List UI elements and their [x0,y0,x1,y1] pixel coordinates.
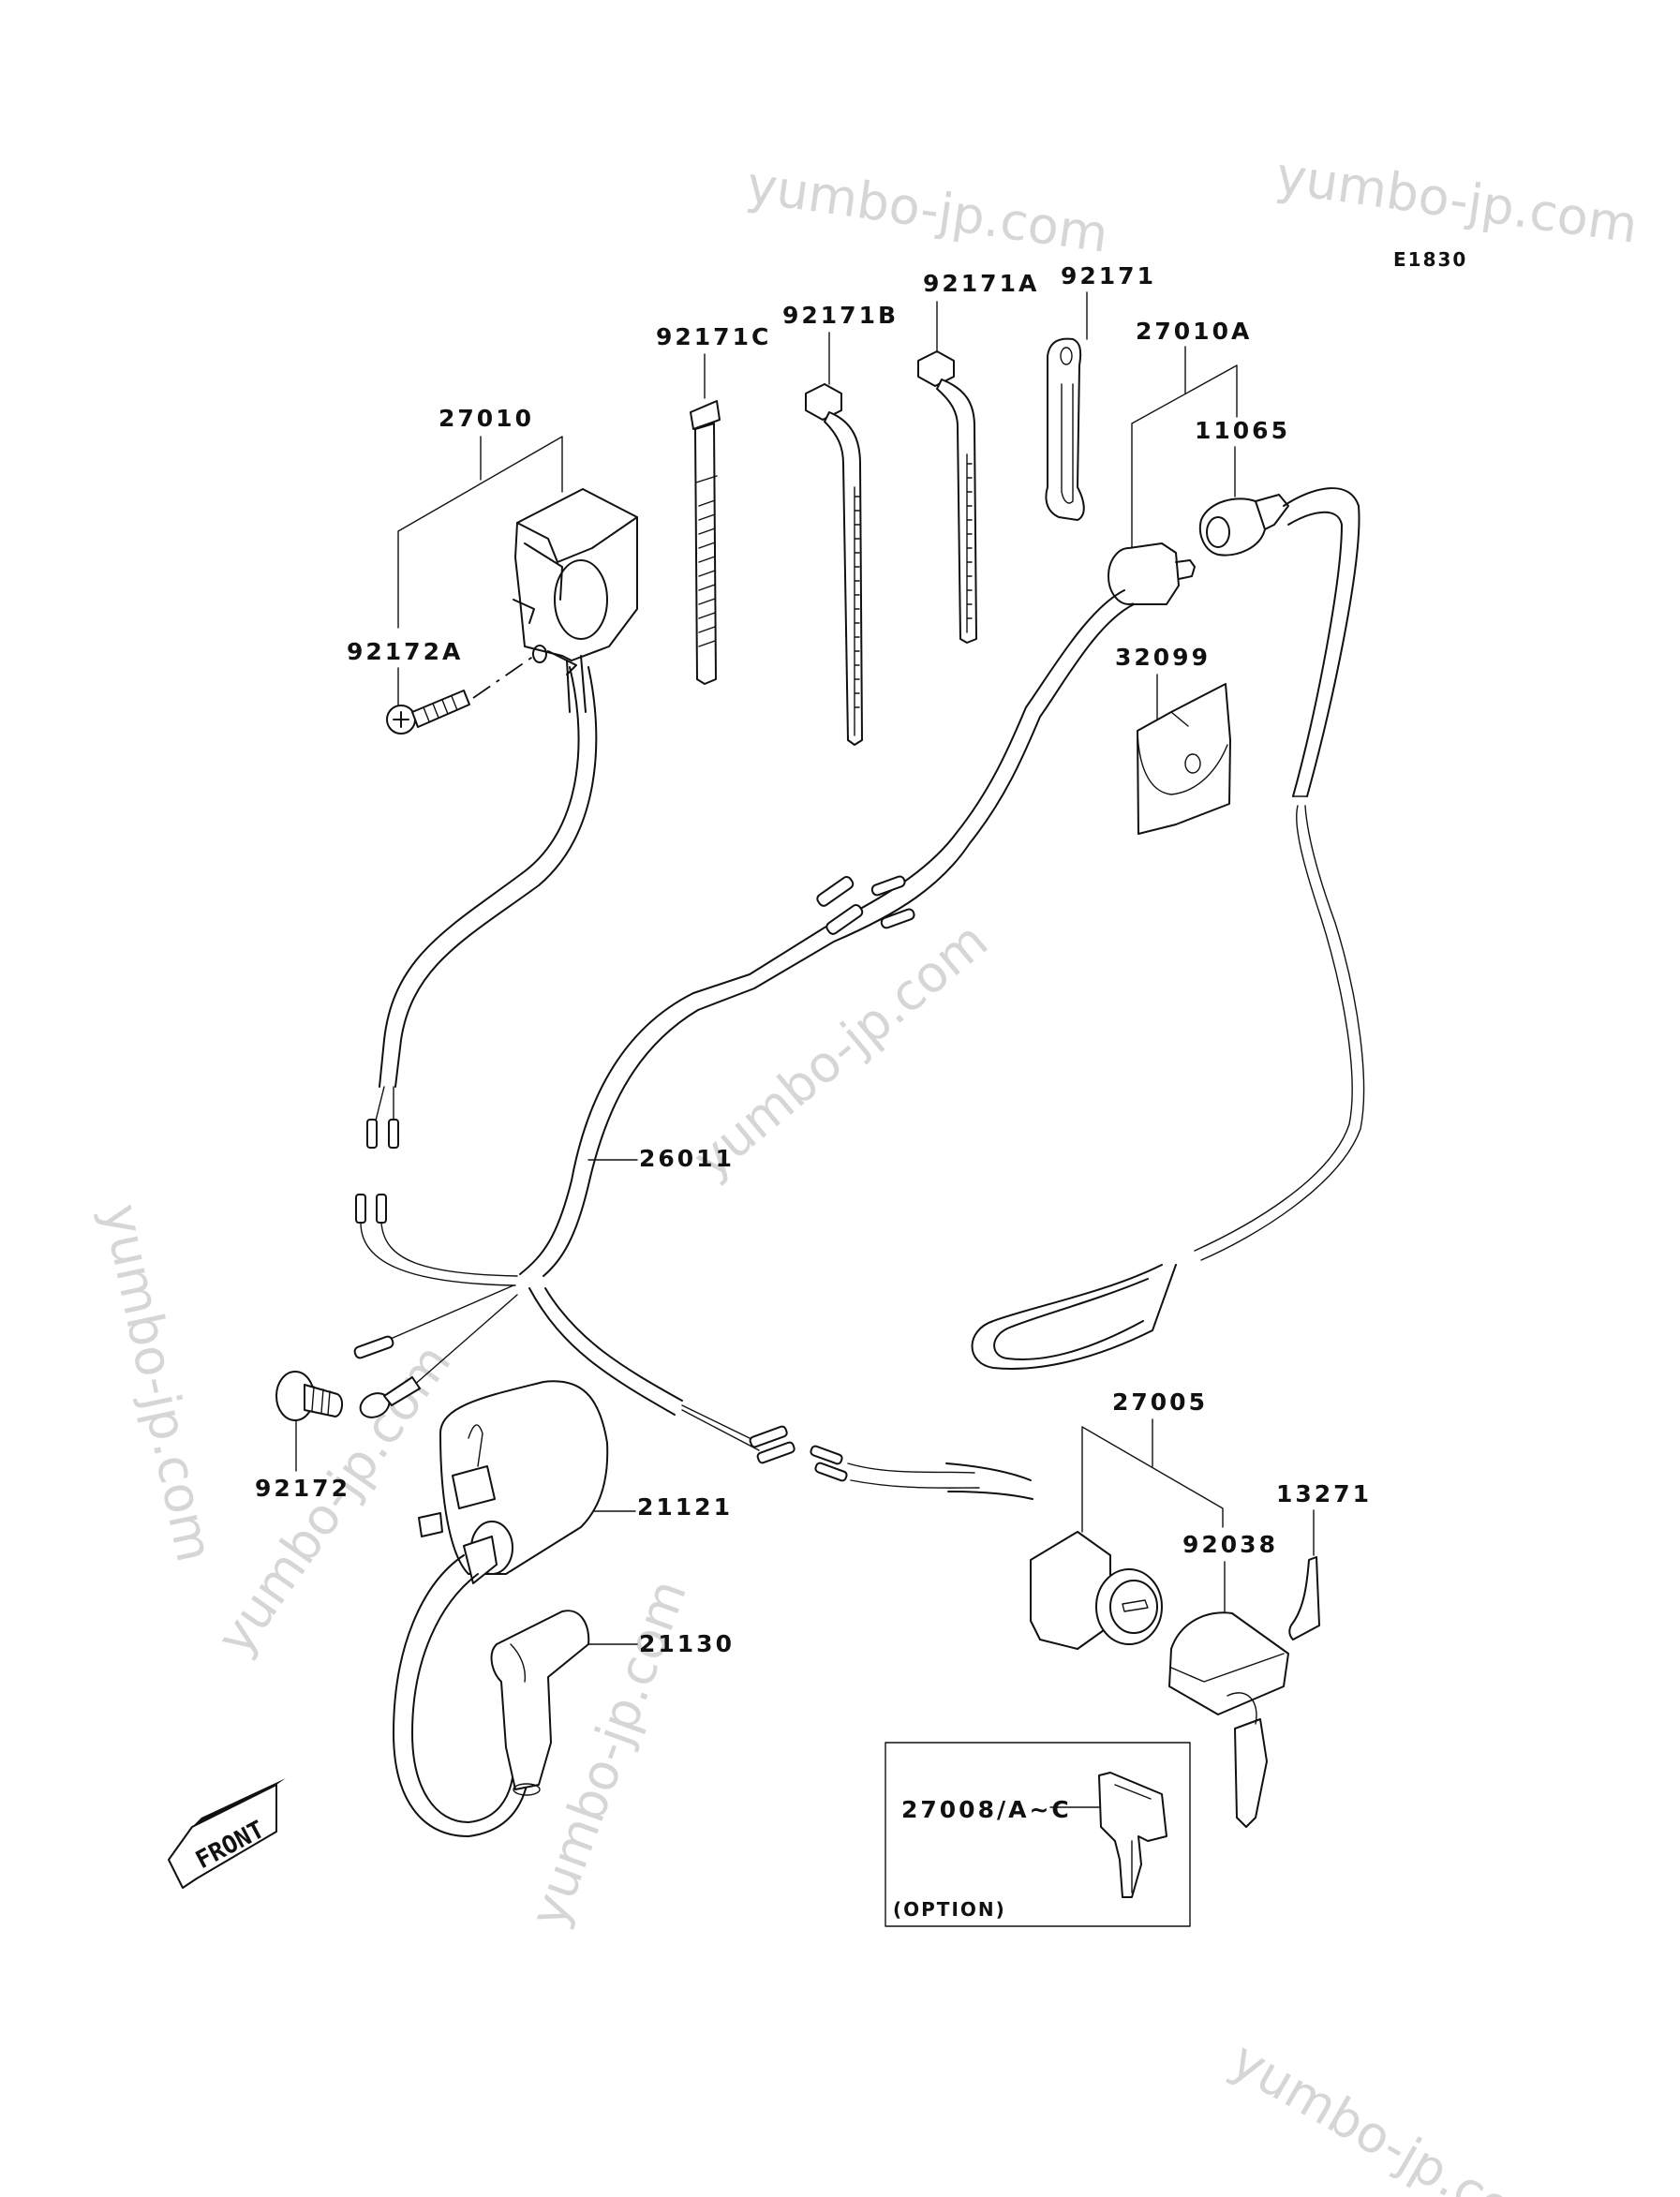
option-label: (OPTION) [893,1898,1006,1921]
part-label-92038[interactable]: 92038 [1182,1531,1278,1558]
plate-icon [1288,1556,1320,1640]
option-box-border [885,1742,1191,1927]
part-label-27005[interactable]: 27005 [1112,1388,1208,1416]
screw-icon [386,690,470,735]
part-label-92171A[interactable]: 92171A [923,270,1039,297]
part-label-21121[interactable]: 21121 [637,1493,733,1521]
leader-line [397,436,563,629]
part-label-21130[interactable]: 21130 [639,1630,735,1657]
front-direction-arrow: FRONT [168,1778,286,1889]
watermarks: yumbo-jp.com yumbo-jp.com yumbo-jp.com y… [91,145,1641,2197]
part-26011-group[interactable]: 26011 [353,589,1135,1500]
part-92171A-group[interactable]: 92171A [917,270,1039,644]
part-11065-group[interactable]: 11065 [1195,417,1290,557]
part-label-92172A[interactable]: 92172A [347,638,463,665]
spark-plug-cap-icon [490,1610,590,1796]
cable-tie-icon [805,383,863,746]
part-label-11065[interactable]: 11065 [1195,417,1290,444]
part-label-32099[interactable]: 32099 [1115,644,1211,671]
cable-tie-icon [917,350,977,644]
part-13271-group[interactable]: 13271 [1276,1480,1372,1640]
part-92171C-group[interactable]: 92171C [656,323,771,685]
key-holder-icon [1168,1611,1289,1828]
bag-icon [1137,683,1231,835]
watermark: yumbo-jp.com [1272,145,1641,254]
ignition-coil-icon [393,1380,609,1837]
part-92038-group[interactable]: 92038 [1168,1531,1289,1828]
ignition-switch-body-icon [1108,542,1196,605]
part-label-27010A[interactable]: 27010A [1136,318,1252,345]
part-92171-group[interactable]: 92171 [1045,262,1156,521]
ignition-switch-icon [1030,1531,1163,1650]
part-32099-group[interactable]: 32099 [1115,644,1231,835]
part-92171B-group[interactable]: 92171B [782,302,899,746]
part-27008-group[interactable]: 27008/A~C [901,1772,1167,1898]
watermark: yumbo-jp.com [91,1199,224,1567]
part-92172-group[interactable]: 92172 [255,1371,350,1502]
watermark: yumbo-jp.com [743,155,1111,263]
part-92172A-group[interactable]: 92172A [347,638,535,735]
part-label-27010[interactable]: 27010 [439,405,534,432]
part-label-92171[interactable]: 92171 [1061,262,1156,289]
key-icon [1098,1772,1167,1898]
switch-housing-icon [513,488,638,713]
part-21130-group[interactable]: 21130 [490,1610,735,1796]
part-27010A-group[interactable]: 27010A [1108,318,1252,605]
part-label-92172[interactable]: 92172 [255,1475,350,1502]
part-label-13271[interactable]: 13271 [1276,1480,1372,1507]
wiring-harness-icon [353,589,1135,1500]
part-27010-group[interactable]: 27010 [397,405,638,713]
right-harness-icon [971,487,1365,1370]
leader-line [1131,346,1238,549]
leader-line [1081,1418,1224,1533]
bolt-icon [275,1371,343,1421]
diagram-code: E1830 [1393,248,1467,271]
clamp-icon [1045,337,1085,521]
watermark: yumbo-jp.com [1222,2030,1567,2197]
part-21121-group[interactable]: 21121 [393,1380,733,1837]
part-label-92171B[interactable]: 92171B [782,302,899,329]
part-27005-group[interactable]: 27005 [1030,1388,1224,1650]
part-label-92171C[interactable]: 92171C [656,323,771,350]
option-box: 27008/A~C (OPTION) [885,1742,1191,1927]
cable-tie-icon [690,400,721,685]
part-label-26011[interactable]: 26011 [639,1145,735,1172]
part-label-27008[interactable]: 27008/A~C [901,1796,1072,1823]
switch-cap-icon [1199,494,1289,557]
dashed-assembly-line [472,655,535,699]
